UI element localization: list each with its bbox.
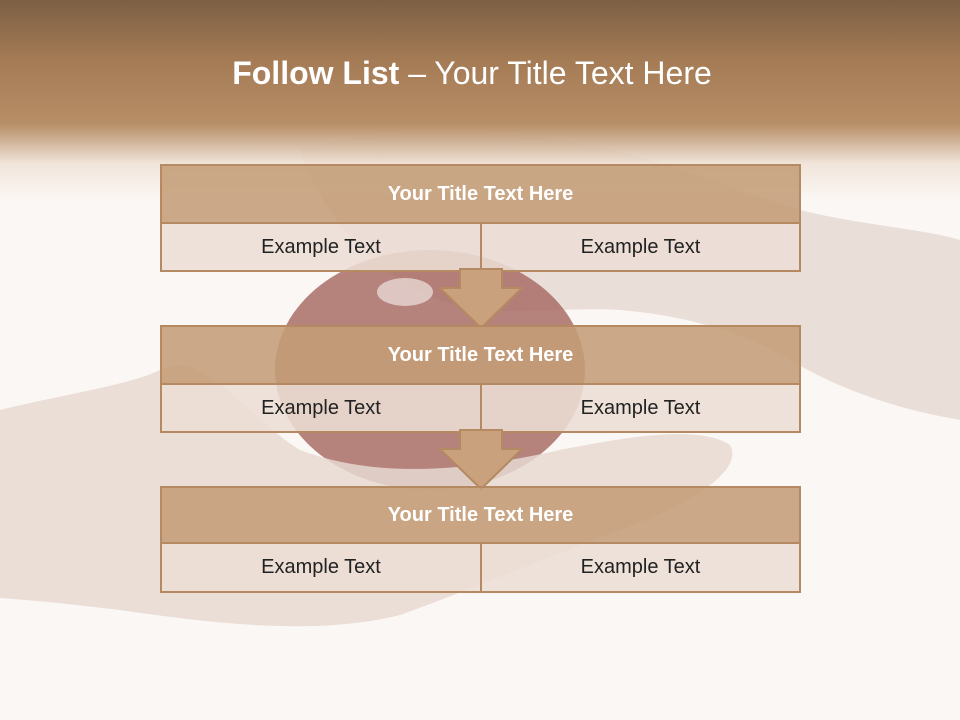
step-box-1: Your Title Text Here Example Text Exampl… xyxy=(160,164,801,272)
apple-highlight xyxy=(377,278,433,306)
step-2-cell-left: Example Text xyxy=(160,383,482,433)
down-arrow-1 xyxy=(438,268,524,330)
down-arrow-2 xyxy=(438,429,524,491)
step-box-2: Your Title Text Here Example Text Exampl… xyxy=(160,325,801,433)
step-3-cell-right: Example Text xyxy=(480,542,801,593)
slide-title-rest: – Your Title Text Here xyxy=(408,55,712,91)
slide-title: Follow List – Your Title Text Here xyxy=(0,55,944,92)
slide-title-bold: Follow List xyxy=(232,55,400,91)
step-1-cell-left: Example Text xyxy=(160,222,482,272)
step-title-2: Your Title Text Here xyxy=(160,325,801,385)
step-1-cell-right: Example Text xyxy=(480,222,801,272)
step-box-3: Your Title Text Here Example Text Exampl… xyxy=(160,486,801,593)
step-3-cell-left: Example Text xyxy=(160,542,482,593)
step-2-cell-right: Example Text xyxy=(480,383,801,433)
step-title-3: Your Title Text Here xyxy=(160,486,801,544)
step-title-1: Your Title Text Here xyxy=(160,164,801,224)
